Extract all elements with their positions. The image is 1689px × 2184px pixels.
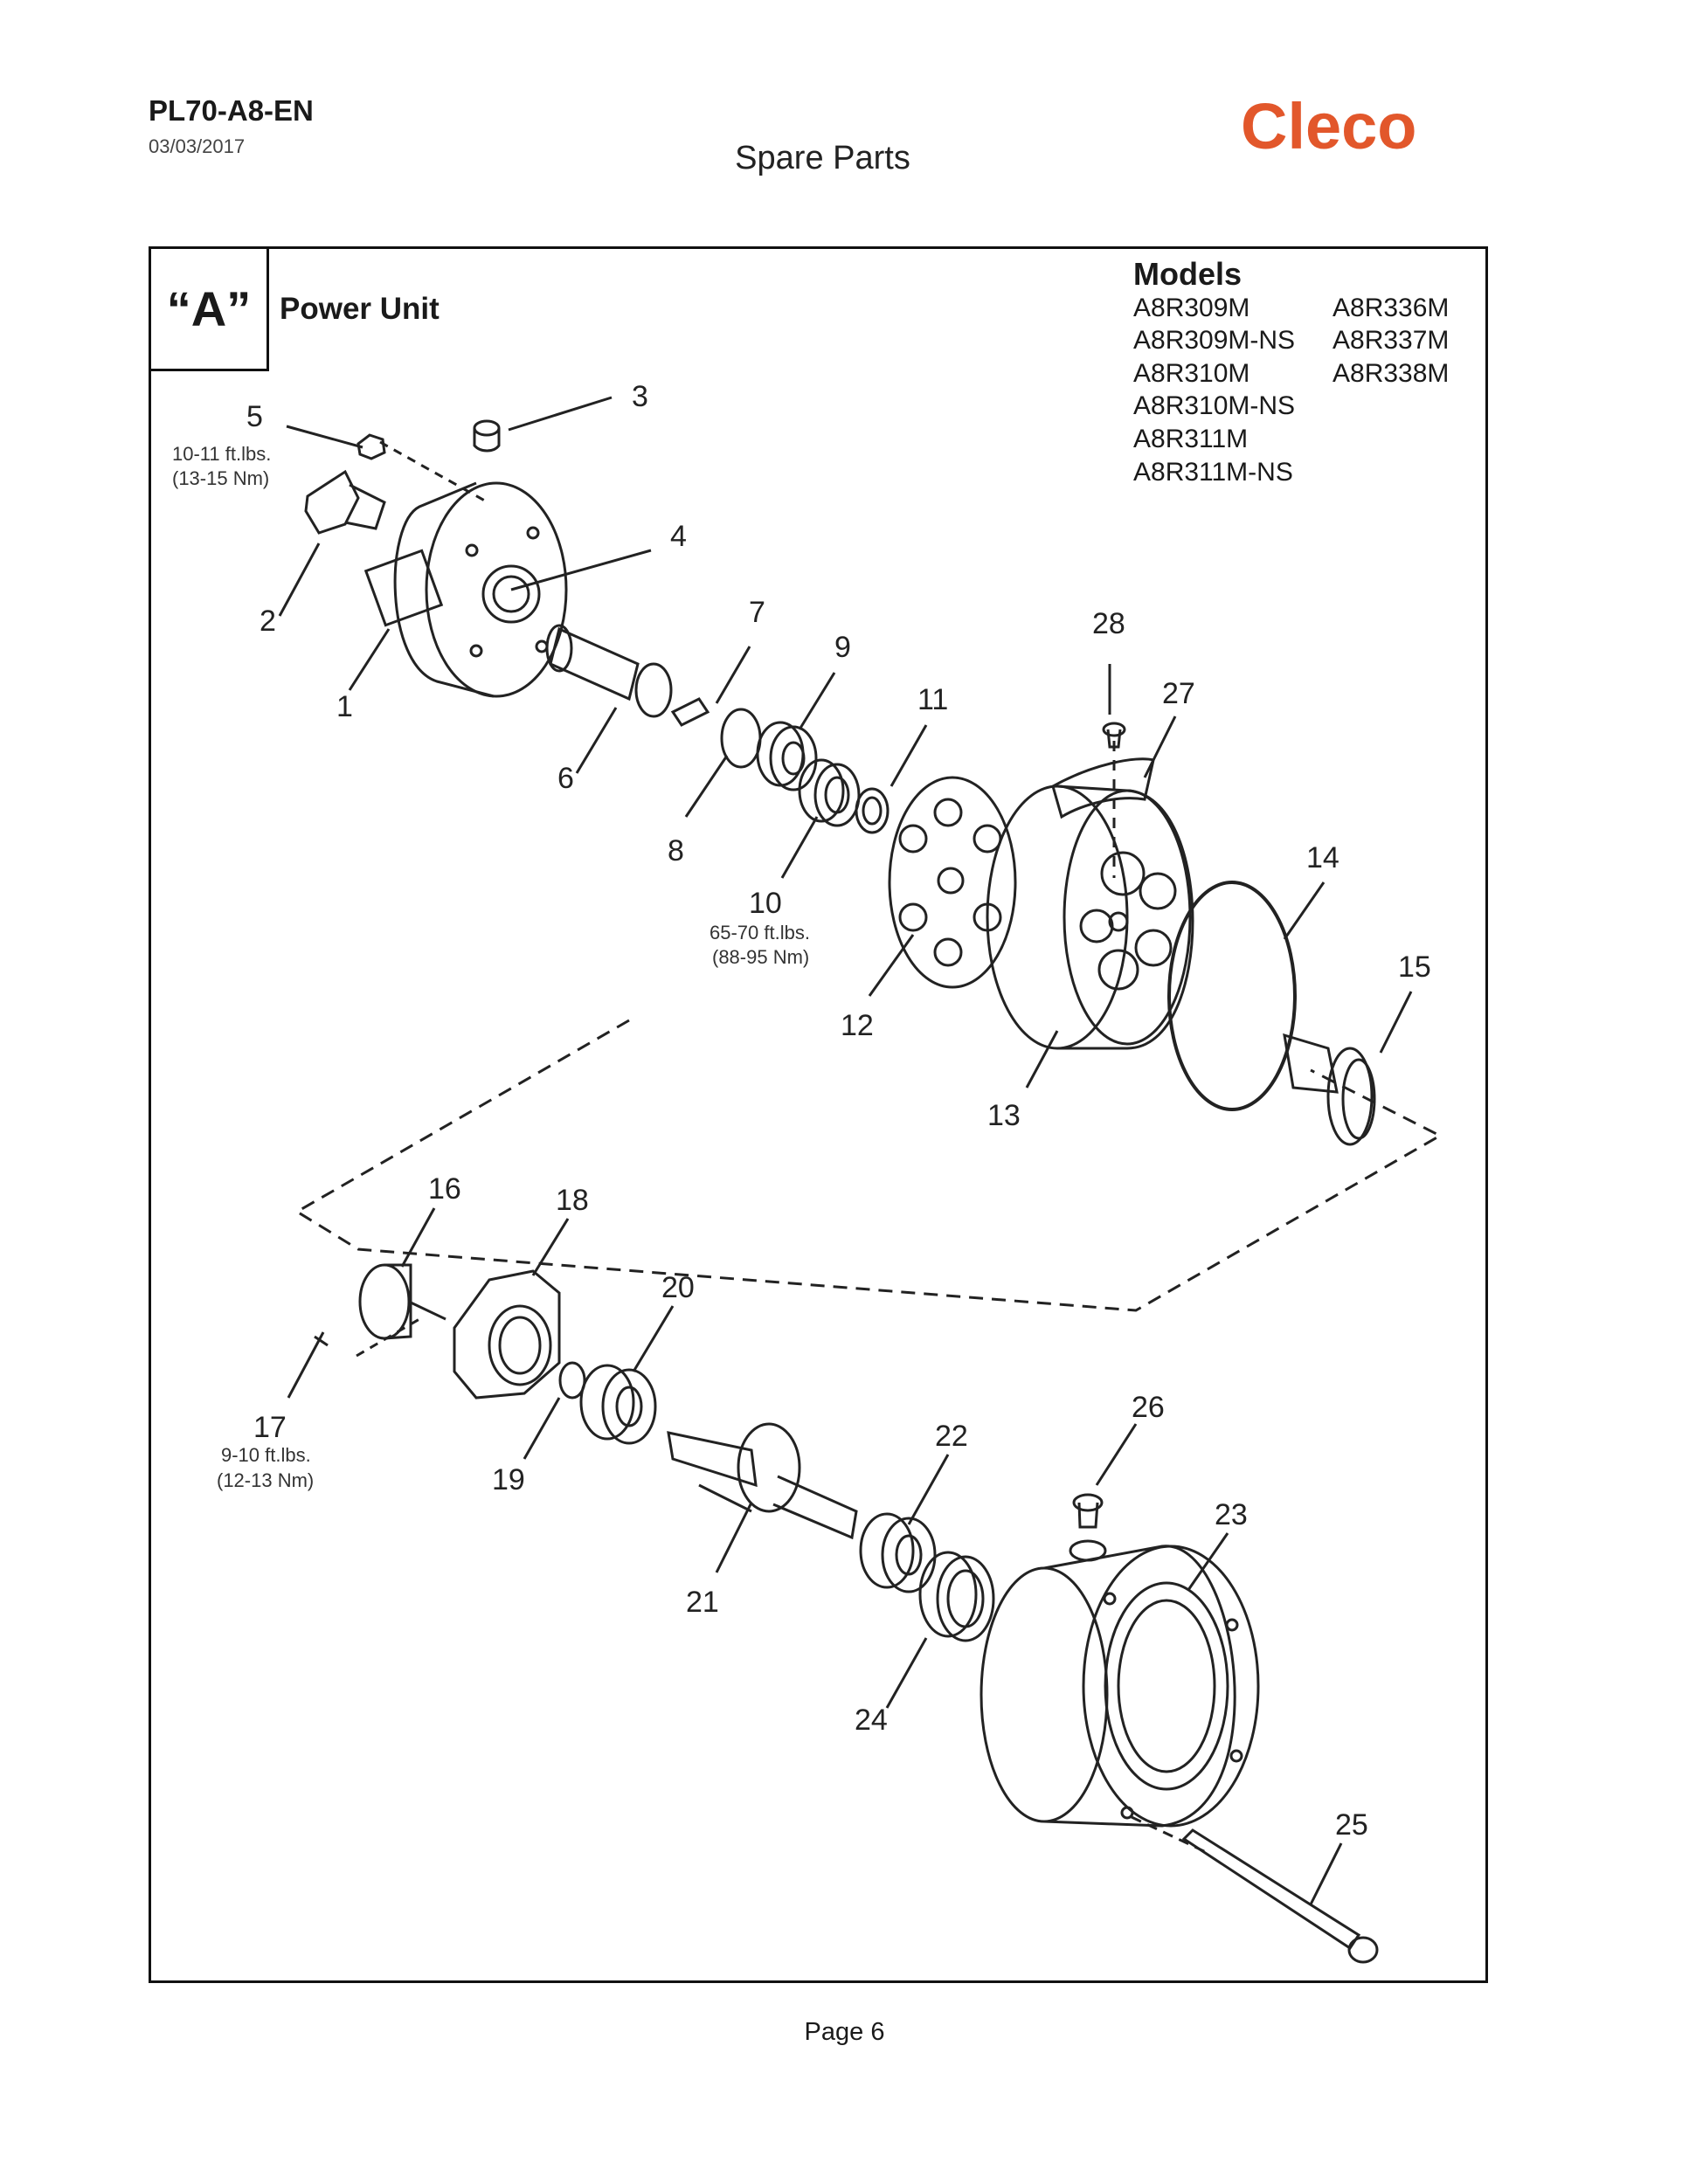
model-item: A8R338M <box>1333 359 1450 388</box>
part-label: 18 <box>556 1184 589 1217</box>
section-title: Power Unit <box>280 292 440 326</box>
part-label: 25 <box>1335 1808 1368 1842</box>
model-item: A8R336M <box>1333 294 1450 322</box>
page-number: Page 6 <box>804 2018 885 2046</box>
part-front-plate <box>888 776 1017 989</box>
torque-spec: (12-13 Nm) <box>217 1469 314 1491</box>
part-fitting <box>304 469 386 535</box>
part-label: 27 <box>1162 677 1195 710</box>
document-id: PL70-A8-EN <box>149 94 314 127</box>
section-letter: “A” <box>149 246 269 371</box>
model-item: A8R309M <box>1133 294 1250 322</box>
part-end-plate <box>363 481 568 698</box>
part-label: 1 <box>336 690 353 723</box>
torque-spec: 9-10 ft.lbs. <box>221 1444 311 1466</box>
page-title: Spare Parts <box>735 140 910 176</box>
part-bearing-upper <box>756 721 818 791</box>
part-nut <box>356 433 386 460</box>
part-label: 12 <box>841 1009 874 1042</box>
part-label: 16 <box>428 1172 461 1206</box>
part-valve <box>545 624 673 718</box>
model-item: A8R310M <box>1133 359 1250 388</box>
part-label: 2 <box>260 605 276 638</box>
part-seal <box>918 1551 995 1642</box>
part-label: 10 <box>749 887 782 920</box>
model-item: A8R309M-NS <box>1133 326 1296 355</box>
torque-spec: 10-11 ft.lbs. <box>172 443 271 465</box>
part-carrier <box>453 1269 561 1400</box>
part-bearing-lower <box>579 1364 657 1445</box>
model-item: A8R337M <box>1333 326 1450 355</box>
part-snap-ring <box>558 1361 586 1400</box>
part-o-ring <box>1167 881 1297 1111</box>
model-item: A8R311M-NS <box>1133 458 1293 487</box>
torque-spec: 65-70 ft.lbs. <box>710 922 810 943</box>
part-screw-lower <box>314 1335 329 1347</box>
part-spindle <box>667 1422 858 1540</box>
part-label: 9 <box>834 631 851 664</box>
torque-spec: (13-15 Nm) <box>172 467 269 489</box>
part-label: 5 <box>246 400 263 433</box>
part-retaining-ring <box>720 708 762 769</box>
part-label: 19 <box>492 1463 525 1496</box>
part-label: 14 <box>1306 841 1339 874</box>
part-label: 11 <box>917 683 948 716</box>
part-cylinder <box>986 784 1194 1050</box>
part-rotor-gear <box>1283 1033 1376 1146</box>
part-lock-nut <box>798 758 861 827</box>
part-vent-plug <box>1072 1493 1104 1529</box>
part-bolt <box>1181 1828 1379 1964</box>
part-label: 24 <box>855 1704 888 1737</box>
model-item: A8R311M <box>1133 425 1249 453</box>
document-date: 03/03/2017 <box>149 135 246 157</box>
part-screw-upper <box>1102 722 1126 749</box>
part-label: 22 <box>935 1420 968 1453</box>
part-vane <box>1051 757 1155 819</box>
part-label: 13 <box>987 1099 1021 1132</box>
part-label: 17 <box>253 1411 287 1444</box>
part-label: 6 <box>557 762 574 795</box>
part-label: 20 <box>661 1271 695 1304</box>
part-label: 26 <box>1132 1391 1165 1424</box>
part-plug <box>473 419 501 453</box>
brand-logo-text: Cleco <box>1241 91 1417 161</box>
part-bearing-front <box>859 1512 937 1593</box>
diagram-frame <box>149 246 1488 1983</box>
models-heading: Models <box>1133 256 1243 292</box>
part-label: 8 <box>668 834 684 867</box>
model-item: A8R310M-NS <box>1133 391 1296 420</box>
part-washer <box>855 787 889 834</box>
torque-spec: (88-95 Nm) <box>712 946 809 968</box>
brand-logo: Cleco <box>1241 91 1417 161</box>
part-gear-case <box>979 1539 1260 1828</box>
part-label: 3 <box>632 380 648 413</box>
part-planet-gear <box>358 1263 446 1340</box>
part-label: 7 <box>749 596 765 629</box>
part-label: 23 <box>1215 1498 1248 1531</box>
part-label: 21 <box>686 1586 719 1619</box>
part-key <box>670 697 710 727</box>
part-label: 28 <box>1092 607 1125 640</box>
part-label: 15 <box>1398 950 1431 984</box>
part-label: 4 <box>670 520 687 553</box>
